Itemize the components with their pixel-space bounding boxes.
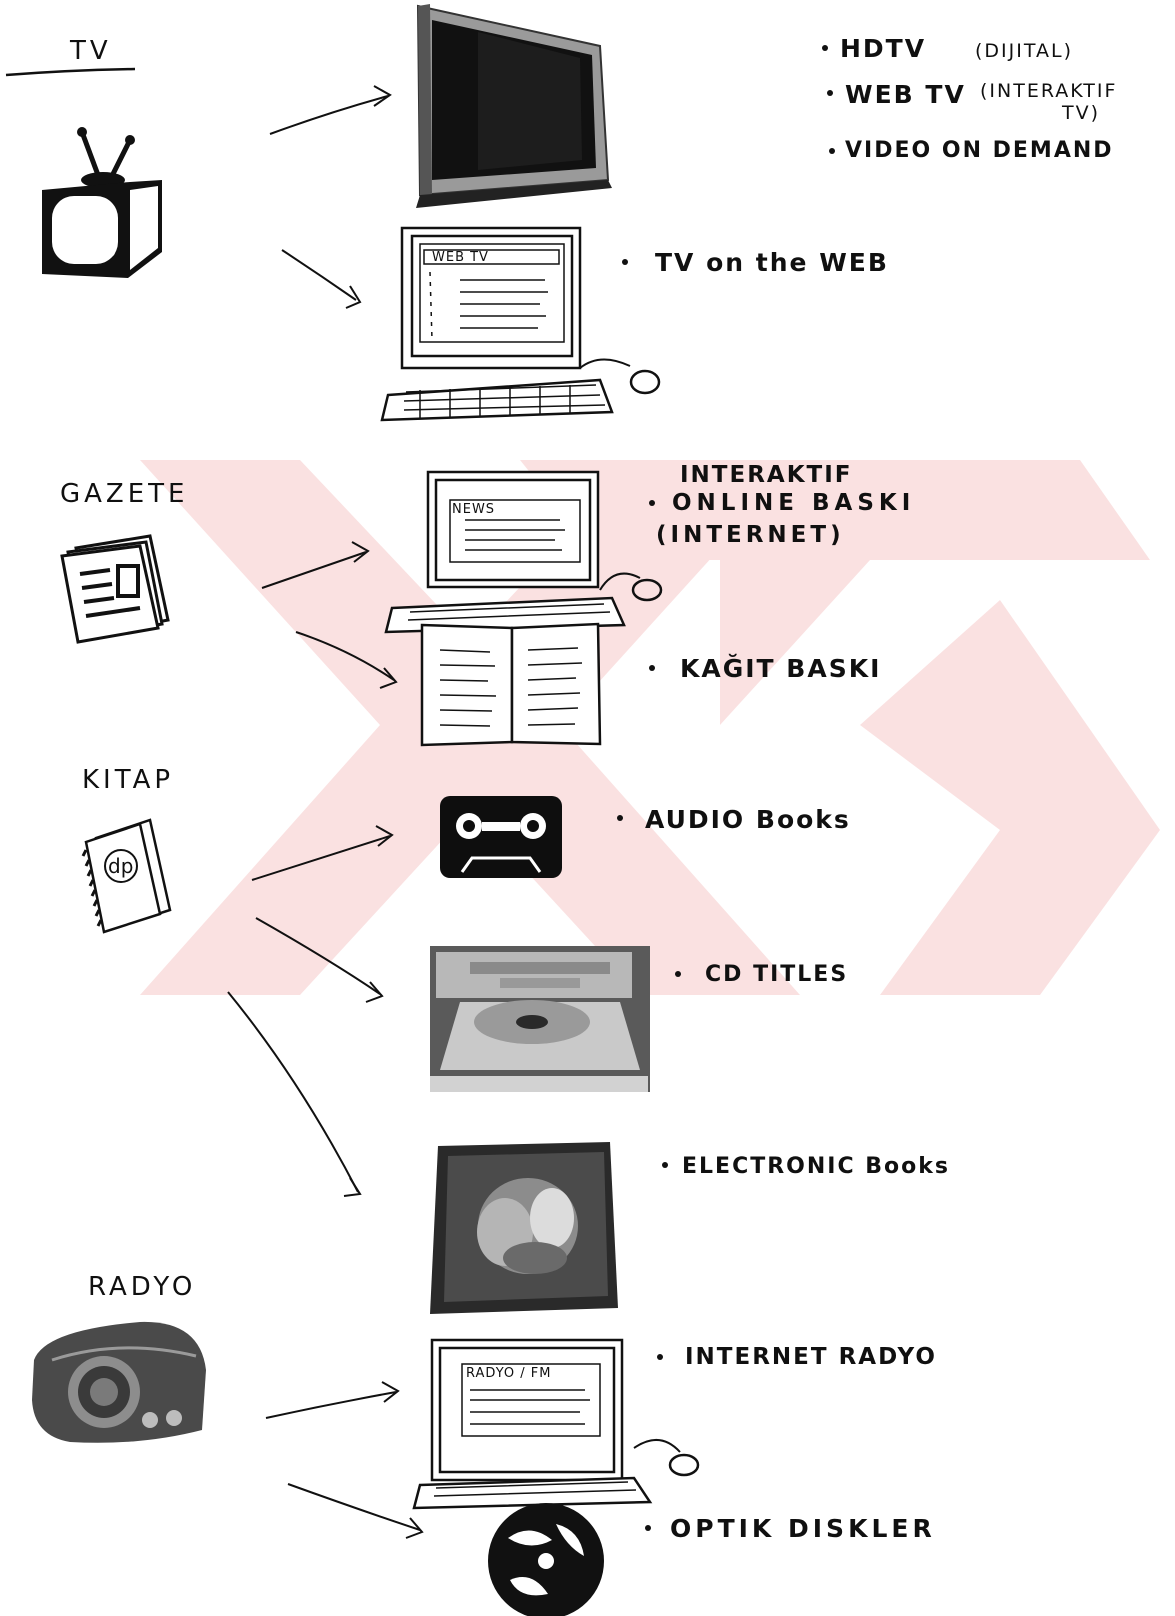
- arrow-radyo-to-disc: [288, 1484, 422, 1538]
- note-web-tv-tv: TV): [1062, 102, 1100, 124]
- label-hdtv: HDTV: [840, 34, 926, 63]
- optical-disc-icon: [488, 1503, 604, 1616]
- book-logo-text: dp: [108, 854, 133, 878]
- paper-press-icon: [422, 624, 600, 745]
- heading-gazete: GAZETE: [60, 479, 188, 509]
- retro-tv-icon: [42, 127, 162, 278]
- radio-screen-text: RADYO / FM: [466, 1366, 552, 1381]
- label-internet-radyo: INTERNET RADYO: [685, 1344, 937, 1370]
- cassette-icon: [440, 796, 562, 878]
- web-tv-screen-text: WEB TV: [432, 250, 489, 265]
- web-tv-computer-icon: [382, 228, 659, 420]
- note-web-tv-interaktif: (INTERAKTIF: [980, 80, 1117, 102]
- label-kagit-baski: KAĞIT BASKI: [680, 654, 881, 683]
- label-tv-on-the-web: TV on the WEB: [655, 248, 889, 277]
- heading-tv: TV: [70, 36, 112, 66]
- cd-drive-icon: [430, 946, 650, 1092]
- tv-heading-underline: [6, 69, 135, 75]
- note-hdtv-dijital: (DIJITAL): [975, 40, 1073, 62]
- label-video-on-demand: VIDEO ON DEMAND: [845, 138, 1114, 163]
- label-internet: (INTERNET): [656, 522, 845, 548]
- label-web-tv: WEB TV: [845, 80, 966, 109]
- radio-icon: [32, 1322, 206, 1443]
- flat-tv-icon: [416, 4, 612, 208]
- watermark-logo: [140, 460, 1160, 995]
- arrow-tv-to-flat-tv: [270, 86, 390, 134]
- label-cd-titles: CD TITLES: [705, 962, 848, 987]
- ebook-monitor-icon: [430, 1142, 618, 1314]
- label-interaktif: INTERAKTIF: [680, 462, 853, 488]
- arrow-kitap-to-ebook: [228, 992, 360, 1196]
- radio-laptop-icon: [414, 1340, 698, 1508]
- label-online-baski: ONLINE BASKI: [672, 490, 915, 516]
- news-screen-text: NEWS: [452, 502, 495, 517]
- arrow-tv-to-web-tv: [282, 250, 360, 308]
- heading-kitap: KITAP: [82, 765, 174, 795]
- label-optik-diskler: OPTIK DISKLER: [670, 1514, 936, 1543]
- heading-radyo: RADYO: [88, 1272, 196, 1302]
- label-electronic-books: ELECTRONIC Books: [682, 1154, 950, 1179]
- newspaper-icon: [62, 536, 168, 642]
- arrow-radyo-to-internet: [266, 1382, 398, 1418]
- label-audio-books: AUDIO Books: [645, 805, 851, 834]
